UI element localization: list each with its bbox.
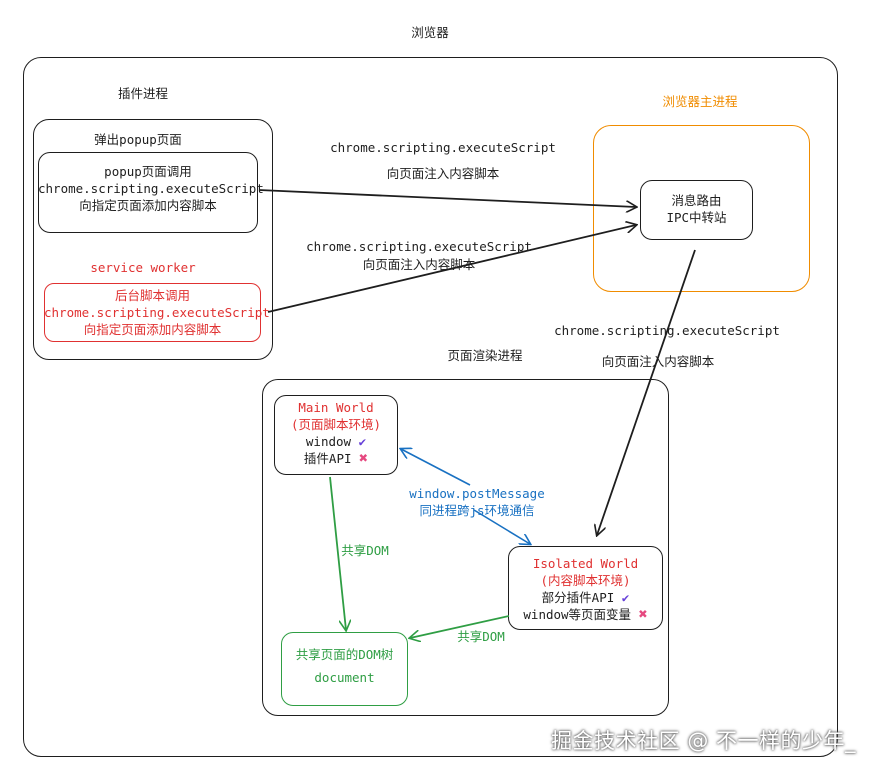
postmessage-desc: 同进程跨js环境通信 <box>419 503 535 518</box>
extension-process-box <box>33 119 273 360</box>
isolated-world-box <box>508 546 663 630</box>
sw-to-router-arrow <box>267 225 636 313</box>
isolated-world-item-1: 部分插件API ✔ <box>508 589 663 606</box>
router-text: 消息路由 IPC中转站 <box>640 192 753 226</box>
main-dom-label: 共享DOM <box>341 543 389 558</box>
postmessage-to-main-arrow <box>401 449 471 486</box>
sw-arrow-api-label: chrome.scripting.executeScript <box>306 239 532 254</box>
router-line-1: 消息路由 <box>671 193 722 208</box>
isolated-world-item-2: window等页面变量 ✖ <box>508 606 663 623</box>
browser-frame <box>23 57 838 757</box>
main-world-box <box>274 395 398 475</box>
dom-tree-title: 共享页面的DOM树 <box>295 647 394 662</box>
diagram-title: 浏览器 <box>411 25 449 40</box>
extension-process-label: 插件进程 <box>117 86 168 101</box>
service-worker-title: service worker <box>90 260 196 275</box>
cross-icon: ✖ <box>359 449 369 467</box>
main-world-text: Main World (页面脚本环境) window ✔ 插件API ✖ <box>274 399 398 467</box>
main-world-item-1-label: window <box>305 434 352 449</box>
popup-line-2: chrome.scripting.executeScript <box>38 181 264 196</box>
ipc-arrow-desc-label: 向页面注入内容脚本 <box>601 354 715 369</box>
dom-tree-subtitle: document <box>314 670 375 685</box>
popup-line-3: 向指定页面添加内容脚本 <box>79 198 217 213</box>
popup-arrow-desc-label: 向页面注入内容脚本 <box>386 166 500 181</box>
dom-tree-text: 共享页面的DOM树 document <box>281 646 408 686</box>
isolated-world-item-2-label: window等页面变量 <box>523 607 632 622</box>
popup-title: 弹出popup页面 <box>94 132 182 147</box>
router-line-2: IPC中转站 <box>666 210 727 225</box>
popup-text: popup页面调用 chrome.scripting.executeScript… <box>38 163 264 214</box>
sw-arrow-desc-label: 向页面注入内容脚本 <box>362 257 476 272</box>
popup-line-1: popup页面调用 <box>104 164 192 179</box>
browser-main-label: 浏览器主进程 <box>662 94 738 109</box>
main-world-item-1: window ✔ <box>274 433 398 450</box>
popup-to-router-arrow <box>258 189 636 207</box>
main-world-subtitle: (页面脚本环境) <box>290 417 382 432</box>
check-icon: ✔ <box>621 590 630 605</box>
sw-line-3: 向指定页面添加内容脚本 <box>83 322 222 337</box>
popup-box <box>38 152 258 233</box>
service-worker-text: 后台脚本调用 chrome.scripting.executeScript 向指… <box>44 287 270 338</box>
watermark: 掘金技术社区 @ 不一样的少年_ <box>551 729 856 753</box>
isolated-to-dom-arrow <box>410 615 510 638</box>
postmessage-to-isolated-arrow <box>473 509 530 544</box>
main-world-title: Main World <box>298 400 374 415</box>
isolated-world-text: Isolated World (内容脚本环境) 部分插件API ✔ window… <box>508 555 663 623</box>
isolated-world-subtitle: (内容脚本环境) <box>540 573 631 588</box>
cross-icon: ✖ <box>638 605 648 623</box>
postmessage-label: window.postMessage 同进程跨js环境通信 <box>402 485 552 519</box>
check-icon: ✔ <box>358 434 367 449</box>
render-process-label: 页面渲染进程 <box>447 348 523 363</box>
isolated-world-item-1-label: 部分插件API <box>541 590 615 605</box>
main-world-item-2: 插件API ✖ <box>274 450 398 467</box>
postmessage-api: window.postMessage <box>409 486 545 501</box>
isolated-world-title: Isolated World <box>532 556 639 571</box>
main-to-dom-arrow <box>329 476 346 630</box>
main-world-item-2-label: 插件API <box>303 451 352 466</box>
sw-line-1: 后台脚本调用 <box>114 288 190 303</box>
router-to-isolated-arrow <box>597 249 696 535</box>
sw-line-2: chrome.scripting.executeScript <box>44 305 270 320</box>
service-worker-box <box>44 283 261 342</box>
browser-main-box <box>593 125 810 292</box>
isolated-dom-label: 共享DOM <box>457 629 505 644</box>
render-process-box <box>262 379 669 716</box>
router-box <box>640 180 753 240</box>
popup-arrow-api-label: chrome.scripting.executeScript <box>330 140 556 155</box>
